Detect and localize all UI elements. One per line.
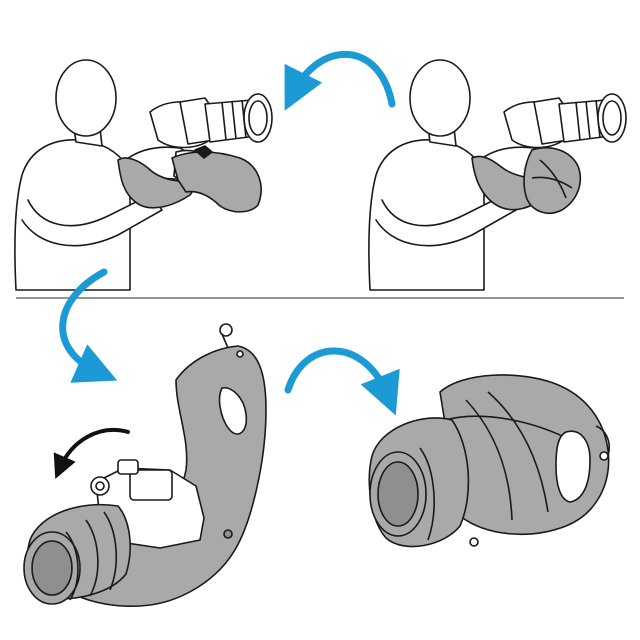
camera-wrapped — [368, 374, 611, 548]
wrap-cloth-right — [471, 146, 582, 214]
torso-right — [368, 139, 485, 291]
photographer-right — [368, 59, 565, 291]
head-right — [409, 59, 471, 137]
curved-arrow-bottom — [284, 347, 400, 416]
lens-bottom-left — [23, 503, 131, 605]
rotation-arrow — [53, 427, 130, 480]
camera-left — [179, 93, 273, 145]
head-left — [55, 59, 117, 137]
wrap-open — [51, 323, 267, 607]
curved-arrow-top — [284, 51, 396, 111]
curved-arrow-left — [59, 268, 118, 383]
strap-clip — [219, 323, 233, 337]
camera-right — [533, 93, 627, 145]
wrap-cloth-left — [117, 145, 262, 213]
torso-left — [14, 139, 131, 291]
